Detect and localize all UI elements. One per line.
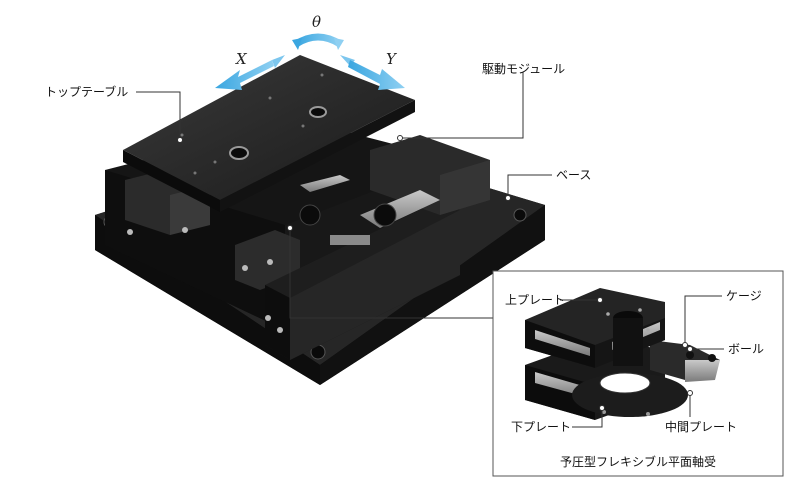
leader-drive-module [400, 72, 524, 139]
label-middle-plate: 中間プレート [665, 420, 738, 434]
y-label: Y [386, 50, 396, 68]
label-ball: ボール [728, 342, 765, 356]
theta-axis-arrow [292, 33, 344, 50]
leader-top-table [136, 91, 181, 140]
label-drive-module: 駆動モジュール [482, 62, 566, 76]
leader-base [507, 174, 552, 198]
top-table [123, 55, 415, 212]
leader-inset [289, 228, 493, 319]
label-top-table: トップテーブル [45, 85, 129, 99]
label-base: ベース [556, 168, 592, 182]
inset-caption: 予圧型フレキシブル平面軸受 [559, 455, 716, 469]
x-label: X [236, 50, 247, 68]
leader-cage [684, 295, 722, 345]
x-axis-arrow [215, 55, 285, 90]
label-cage: ケージ [726, 289, 762, 303]
label-upper-plate: 上プレート [505, 293, 566, 307]
theta-label: θ [312, 13, 322, 31]
leader-lower-plate [572, 408, 603, 428]
label-lower-plate: 下プレート [511, 420, 572, 434]
y-axis-arrow [340, 55, 405, 90]
